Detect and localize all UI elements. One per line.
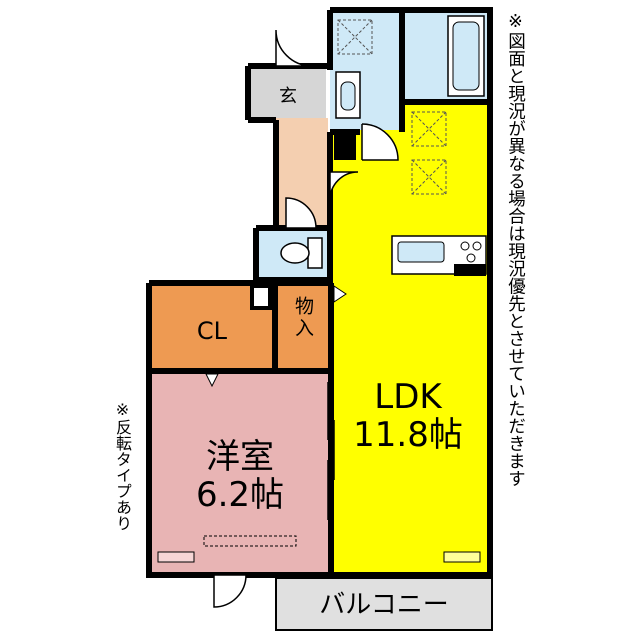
wall-notch <box>250 284 272 310</box>
washer-space <box>337 19 373 55</box>
wall-column <box>334 132 356 160</box>
walls <box>146 7 493 578</box>
western-outlet-strip <box>157 551 195 563</box>
western-room <box>152 372 332 572</box>
toilet <box>280 237 323 269</box>
balcony <box>275 577 493 631</box>
kitchen-counter <box>391 235 487 276</box>
sliding-door <box>327 382 335 520</box>
bathtub <box>447 15 485 97</box>
storage-label: 物入 <box>292 296 314 340</box>
disclaimer-note: ※図面と現況が異なる場合は現況優先とさせていただきます <box>505 12 526 487</box>
western-label: 洋室 <box>206 437 274 477</box>
fridge-space <box>411 111 447 195</box>
ldk-label: LDK <box>374 377 443 417</box>
wash-basin <box>335 71 361 119</box>
entrance-label: 玄 <box>279 86 297 107</box>
storage-door-mark <box>333 285 347 303</box>
storage-closet <box>278 286 328 368</box>
entrance <box>250 68 326 118</box>
ldk-size-label: 11.8帖 <box>353 415 463 455</box>
closet-rail <box>203 535 297 547</box>
closet-label: CL <box>197 317 228 345</box>
doors <box>213 29 405 608</box>
ldk-outlet-strip <box>443 551 481 563</box>
balcony-label: バルコニー <box>319 590 448 620</box>
western-size-label: 6.2帖 <box>196 475 284 515</box>
ldk-room <box>330 100 488 572</box>
closet-door-mark <box>205 373 219 388</box>
reverse-type-note: ※反転タイプあり <box>113 400 132 531</box>
